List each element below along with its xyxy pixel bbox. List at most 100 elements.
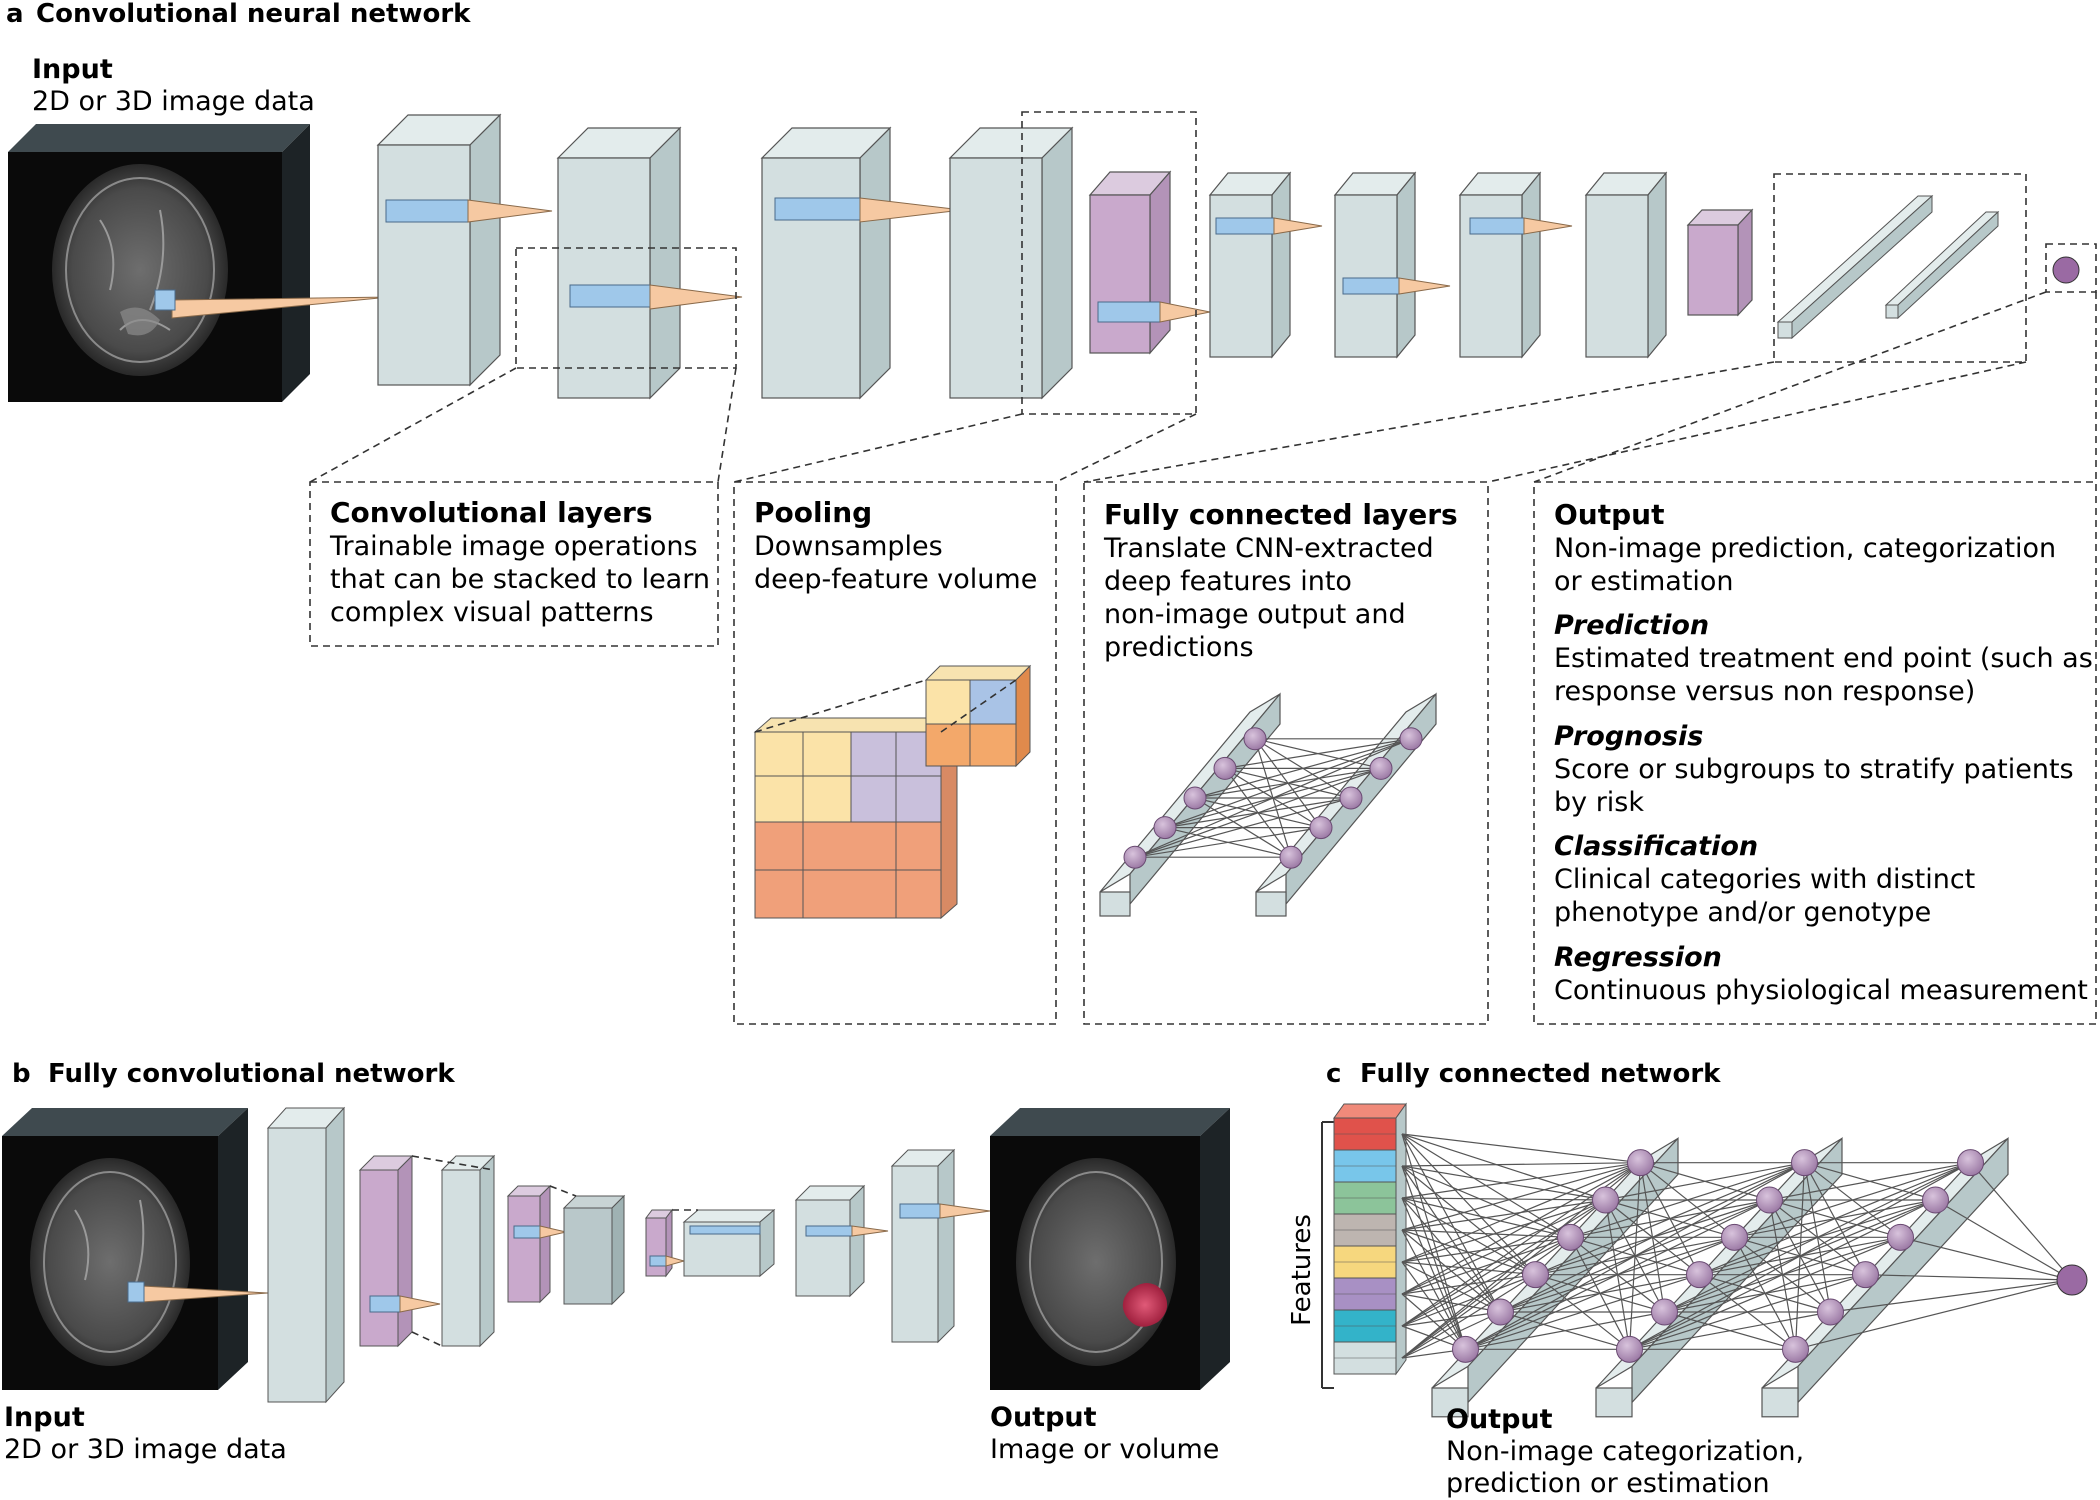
network-edge [1401, 1236, 1571, 1263]
classification-heading: Classification [1554, 831, 1758, 862]
hidden-node [1522, 1261, 1549, 1289]
network-edge [1664, 1311, 1796, 1350]
fc-mini-node [1399, 727, 1423, 751]
panel-a-letter: a [6, 0, 24, 29]
pooling-box [733, 481, 1057, 1025]
fc-layers-line-2: deep features into [1104, 566, 1352, 597]
network-edge [1401, 1236, 1571, 1295]
hidden-node [1686, 1261, 1713, 1289]
conv-layer-3 [760, 126, 963, 400]
conv-layers-box [309, 481, 719, 647]
network-edge [1733, 1237, 1797, 1350]
hidden-node [1557, 1223, 1584, 1251]
network-edge [1803, 1162, 1832, 1313]
hidden-node [1592, 1186, 1619, 1214]
fc-mini-edge [1254, 738, 1382, 769]
network-edge [1401, 1162, 1641, 1231]
fc-mini-node [1279, 845, 1303, 869]
network-edge [1401, 1165, 1501, 1313]
network-edge [1401, 1162, 1641, 1295]
conv-layer-6 [1333, 171, 1451, 359]
network-edge [1401, 1162, 1641, 1167]
conv-layer-7 [1458, 171, 1573, 359]
network-edge [1401, 1199, 1606, 1295]
network-edge [1401, 1133, 1641, 1164]
fc-mini-edge [1194, 797, 1292, 858]
fc-selection-frame [1773, 173, 2027, 363]
hidden-node [1957, 1149, 1984, 1177]
fc-mini-edge [1164, 827, 1292, 858]
network-edge [1640, 1162, 1735, 1238]
network-edge [1401, 1162, 1641, 1263]
conv-layer-1 [376, 113, 553, 387]
hidden-node [1627, 1149, 1654, 1177]
fc-layers-line-3: non-image output and [1104, 599, 1406, 630]
panel-b-title: Fully convolutional network [48, 1059, 455, 1089]
pooling-line-1: Downsamples [754, 531, 943, 562]
fc-layers-line-1: Translate CNN-extracted [1103, 533, 1434, 564]
network-edge [1401, 1133, 1606, 1201]
panel-b-letter: b [12, 1059, 31, 1089]
fc-mini-node [1243, 727, 1267, 751]
network-edge [1401, 1229, 1571, 1238]
network-edge [1535, 1274, 1630, 1350]
fully-connected-network [1401, 1133, 2088, 1418]
conv-layer-4 [948, 126, 1074, 400]
brain-scan-image [52, 164, 228, 376]
output-selection-frame [2045, 243, 2097, 293]
network-edge [1935, 1199, 2073, 1281]
fc-mini-edge [1254, 738, 1322, 828]
panel-a-input-title: Input [32, 54, 113, 85]
pooling-grid-illustration [753, 664, 1032, 920]
output-node [2052, 256, 2080, 284]
network-edge [1401, 1274, 1536, 1327]
feature-column-top [1333, 1103, 1407, 1119]
conv-layers-line-2: that can be stacked to learn [330, 564, 710, 595]
fc-bar-2 [1884, 210, 2000, 320]
network-edge [1401, 1197, 1536, 1276]
pooling-layer [1088, 170, 1211, 355]
network-edge [1604, 1199, 1631, 1350]
panel-c-output-line-1: Non-image categorization, [1446, 1436, 1804, 1467]
conv-layers-line-3: complex visual patterns [330, 597, 654, 628]
hidden-node [1452, 1335, 1479, 1363]
output-box [1533, 481, 2097, 1025]
fcn-encoder-layers [266, 1106, 686, 1404]
prognosis-line-1: Score or subgroups to stratify patients [1554, 754, 2074, 785]
network-edge [1401, 1293, 1501, 1313]
network-edge [1401, 1199, 1606, 1327]
network-edge [1401, 1133, 1536, 1276]
panel-c-letter: c [1326, 1059, 1341, 1089]
network-edge [1830, 1279, 2073, 1313]
regression-heading: Regression [1554, 942, 1722, 973]
prediction-line-1: Estimated treatment end point (such as [1554, 643, 2093, 674]
fc-bar-1 [1776, 194, 1934, 340]
panel-b-output-subtitle: Image or volume [990, 1434, 1219, 1465]
fc-mini-node [1183, 786, 1207, 810]
pooling-layer-2 [1686, 208, 1754, 317]
conv-layer-2 [556, 126, 743, 400]
panel-c-title: Fully connected network [1360, 1059, 1721, 1089]
hidden-node [1651, 1298, 1678, 1326]
output-line-2: or estimation [1554, 566, 1734, 597]
fc-mini-node [1369, 756, 1393, 780]
network-edge [1401, 1197, 1606, 1201]
panel-c-output-node [2056, 1264, 2088, 1296]
pooling-line-2: deep-feature volume [754, 564, 1037, 595]
classification-line-2: phenotype and/or genotype [1554, 897, 1931, 928]
fcn-decoder-layers [682, 1148, 991, 1344]
network-edge [1500, 1311, 1630, 1350]
panel-b-input-title: Input [4, 1402, 85, 1433]
pool-selection-frame [1021, 111, 1197, 415]
network-edge [1794, 1162, 1806, 1350]
panel-a: a Convolutional neural network Input 2D … [6, 0, 2097, 1025]
fcn-input-mri-cube [2, 1108, 248, 1390]
network-edge [1795, 1279, 2073, 1350]
conv-layer-8 [1584, 171, 1668, 359]
output-title: Output [1554, 498, 1664, 531]
network-edge [1401, 1236, 1571, 1327]
network-edge [1401, 1197, 1467, 1350]
hidden-node [1782, 1335, 1809, 1363]
network-edge [1900, 1236, 2073, 1281]
